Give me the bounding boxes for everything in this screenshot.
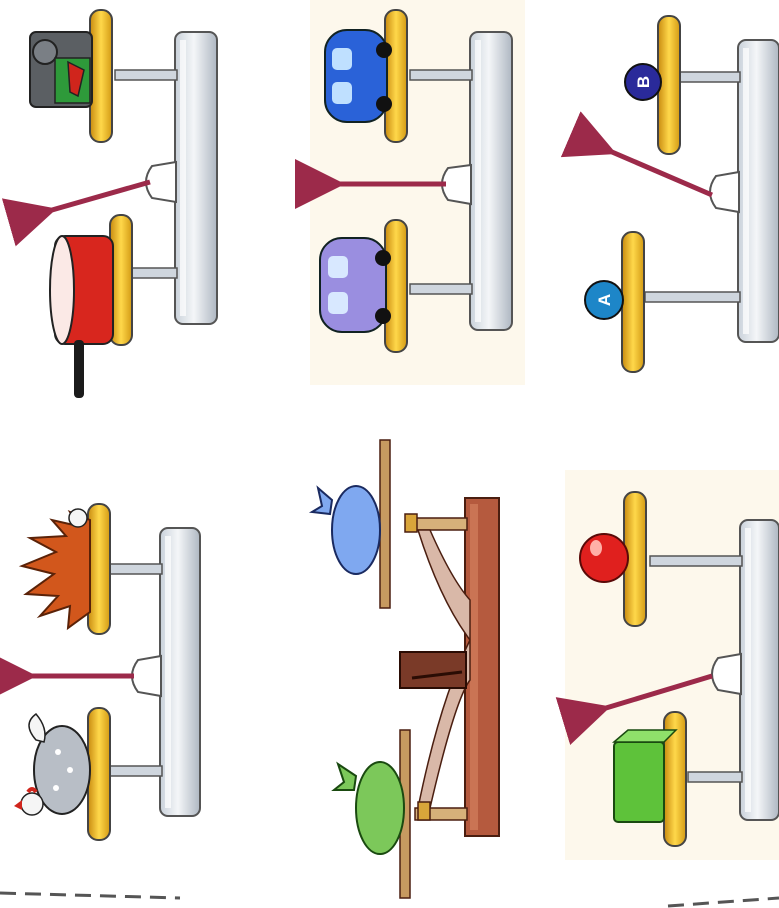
scale-arm-top bbox=[115, 70, 177, 80]
pan-bottom bbox=[88, 708, 110, 840]
blue-car-item bbox=[325, 30, 392, 122]
scale-arm-bottom bbox=[410, 284, 472, 294]
scale-pivot-cup bbox=[442, 165, 471, 204]
dashed-divider-right bbox=[668, 898, 779, 906]
pan-top bbox=[90, 10, 112, 142]
pan-top bbox=[88, 504, 110, 634]
scale-pivot-cup bbox=[146, 162, 176, 202]
saucepan-item bbox=[50, 236, 113, 398]
chicken-item bbox=[14, 714, 90, 815]
scale-arm-top bbox=[415, 518, 467, 530]
scale-pivot-cup bbox=[710, 172, 739, 212]
ball-a-label: A bbox=[595, 294, 614, 306]
green-sack-item bbox=[334, 762, 404, 854]
purple-car-item bbox=[320, 238, 391, 332]
scale-pivot-cup bbox=[132, 656, 161, 696]
scale-arm-bottom bbox=[688, 772, 742, 782]
blue-sack-item bbox=[312, 486, 380, 574]
red-ball-item bbox=[580, 534, 628, 582]
hedgehog-item bbox=[22, 509, 90, 628]
scale-arm-top bbox=[410, 70, 472, 80]
dashed-divider-left bbox=[0, 893, 180, 898]
scale-arm-top bbox=[110, 564, 162, 574]
pan-top bbox=[380, 440, 390, 608]
direction-arrow bbox=[612, 152, 712, 195]
scale-tape-vs-pan bbox=[30, 10, 217, 398]
scale-arm-bottom bbox=[645, 292, 740, 302]
scale-arm-top bbox=[650, 556, 742, 566]
scale-ball-b-vs-ball-a: B A bbox=[585, 16, 779, 372]
scale-pivot bbox=[400, 652, 466, 688]
scale-arm-top bbox=[678, 72, 740, 82]
scale-wooden-sacks bbox=[312, 440, 499, 898]
tape-measure-item bbox=[30, 32, 92, 107]
ball-b-label: B bbox=[634, 76, 653, 88]
pan-bottom bbox=[385, 220, 407, 352]
pan-bottom bbox=[622, 232, 644, 372]
direction-arrow bbox=[52, 182, 150, 210]
scale-arm-bottom bbox=[110, 766, 162, 776]
scale-pivot-cup bbox=[712, 654, 741, 694]
scale-hedgehog-vs-chicken bbox=[14, 504, 200, 840]
ball-b-item: B bbox=[625, 64, 661, 100]
pan-top bbox=[385, 10, 407, 142]
ball-a-item: A bbox=[585, 281, 623, 319]
